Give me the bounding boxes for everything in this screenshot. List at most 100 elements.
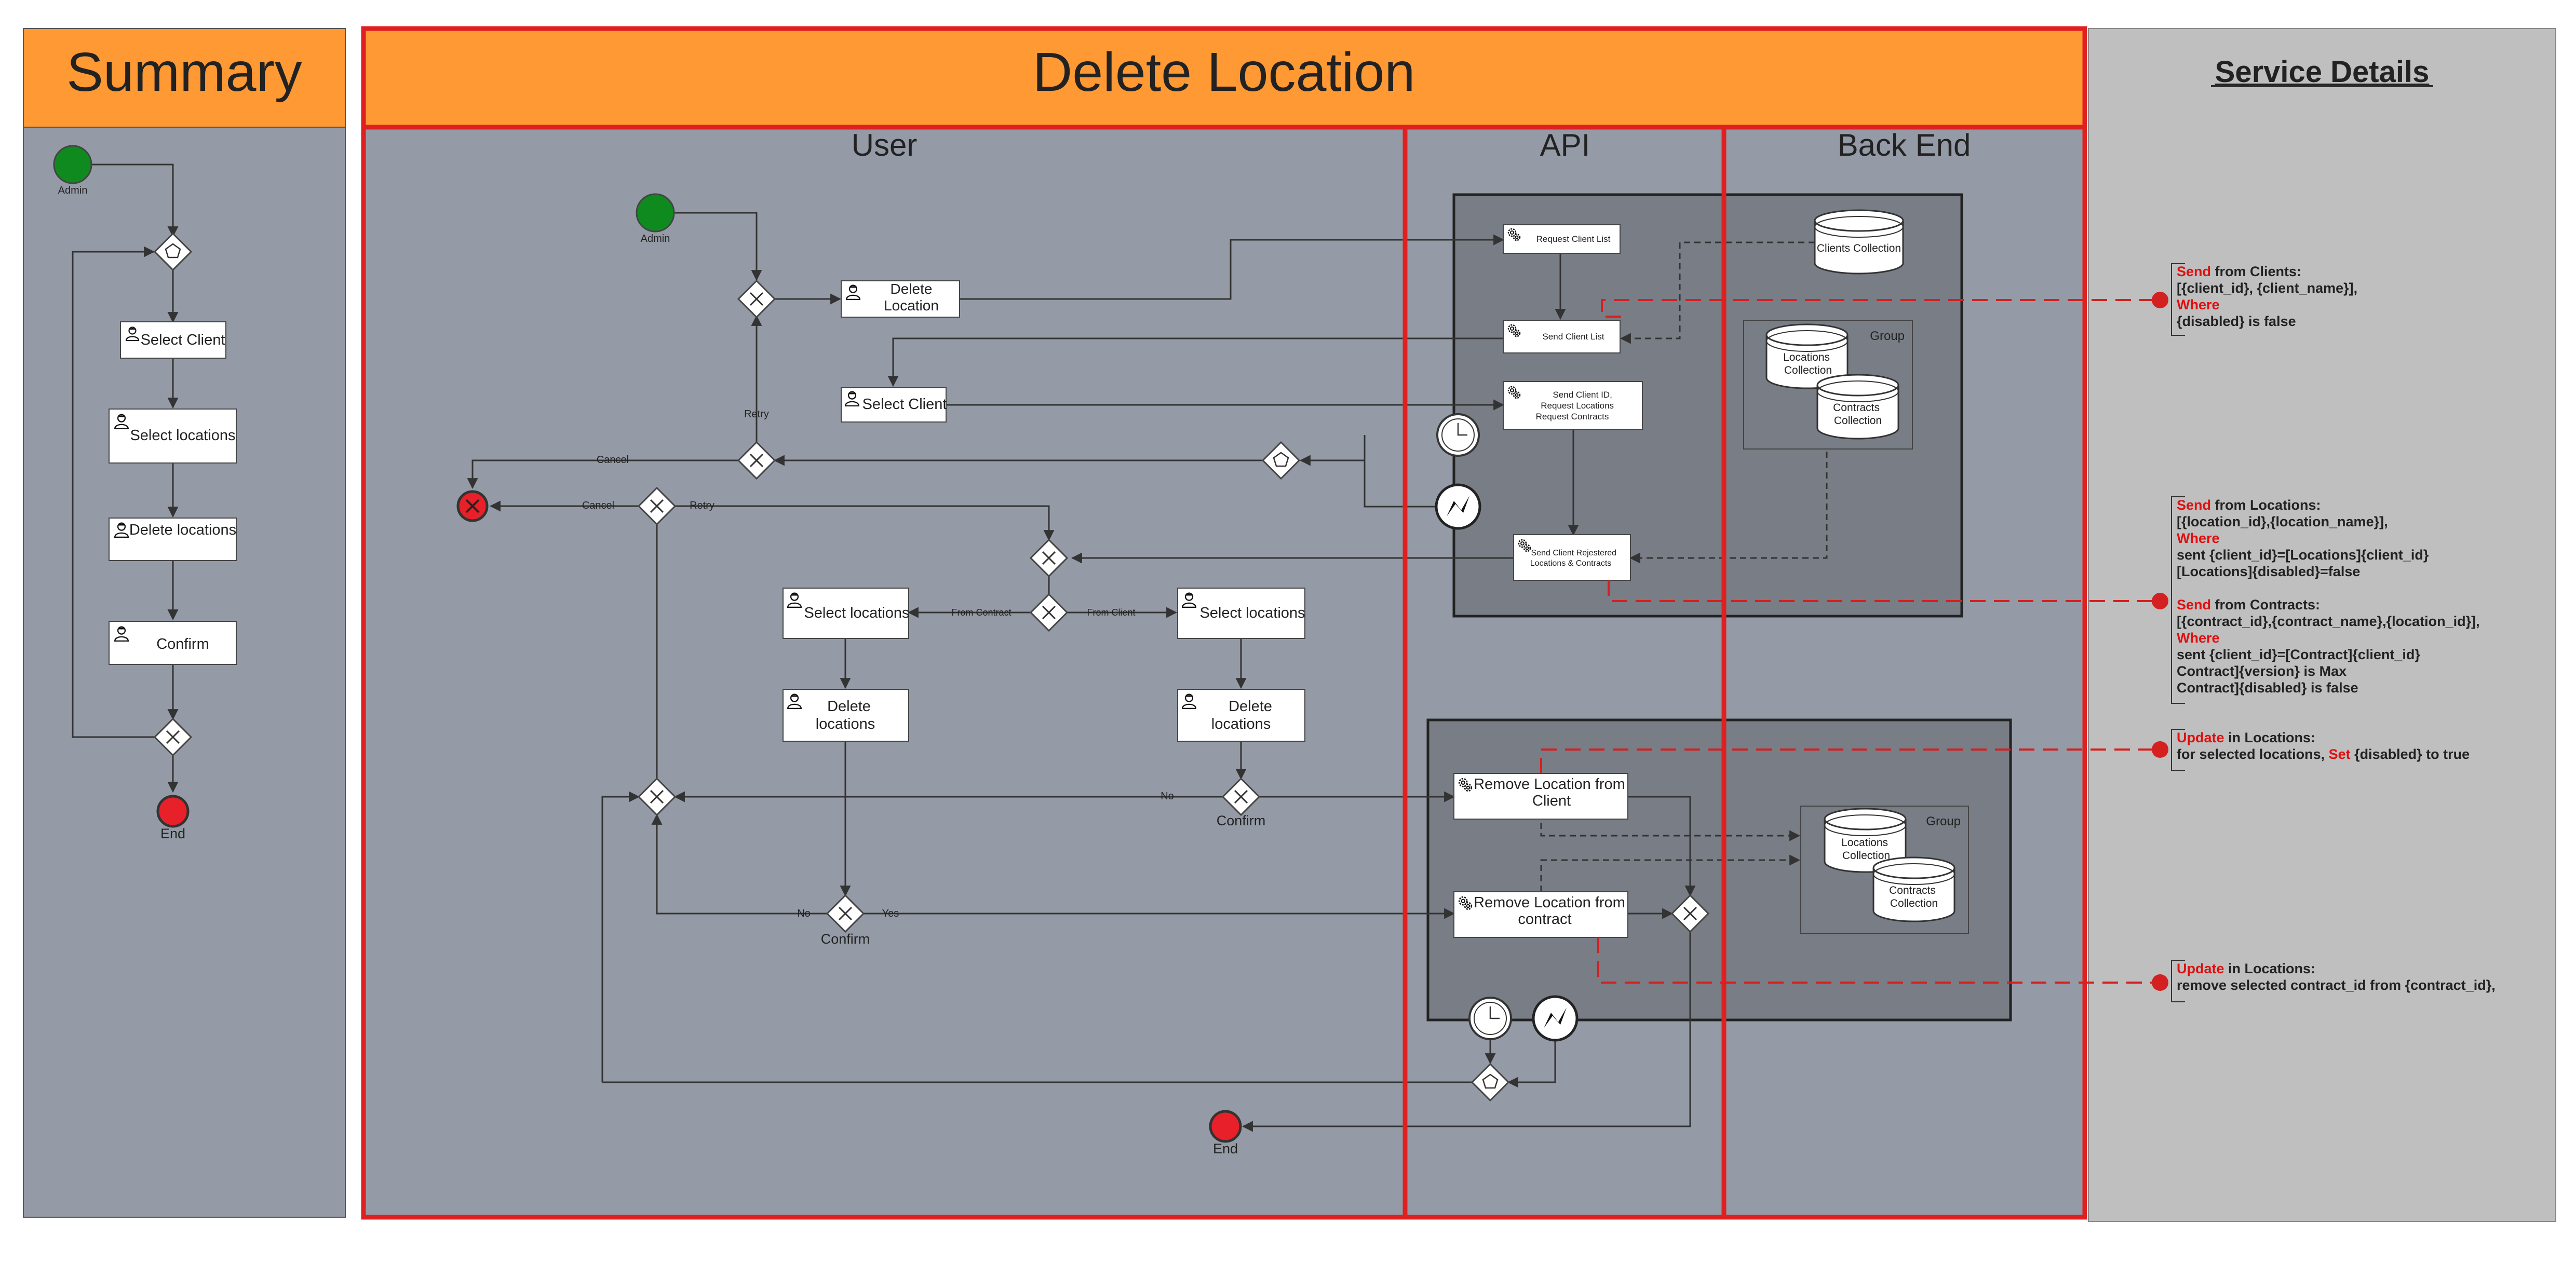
db-contracts-collection-top: Contracts Collection <box>1816 374 1899 440</box>
lane-title-api: API <box>1540 128 1590 162</box>
gateway-retry-loop <box>637 777 677 816</box>
summary-end-event <box>156 795 190 828</box>
db-label: Contracts Collection <box>1889 884 1939 909</box>
error-event-bottom <box>1532 995 1579 1042</box>
lane-title-backend: Back End <box>1838 128 1971 162</box>
summary-step-label: Select Client <box>141 332 225 348</box>
service-note-line: for selected locations, Set {disabled} t… <box>2177 746 2470 762</box>
summary-step-delete-locations: Delete locations <box>109 518 237 561</box>
summary-panel: Summary Admin Select Client Select lo <box>23 28 346 1218</box>
timer-event-bottom <box>1468 997 1512 1040</box>
service-title: Service Details <box>2215 55 2430 89</box>
summary-start-event <box>53 145 92 184</box>
api-task-send-client-list: Send Client List <box>1503 320 1621 353</box>
note-connectors <box>1540 299 2157 984</box>
gateway-merge <box>1029 538 1069 578</box>
gateway-start <box>737 279 776 319</box>
service-note-line: remove selected contract_id from {contra… <box>2177 977 2496 993</box>
group-label: Group <box>1926 814 1961 828</box>
label-cancel: Cancel <box>582 500 614 511</box>
gateway-event-api <box>1261 441 1301 480</box>
label-from-contract: From Contract <box>951 607 1011 618</box>
summary-step-label: Delete locations <box>129 522 236 538</box>
service-note-line: Update in Locations: <box>2177 730 2315 745</box>
gateway-cancel-retry <box>737 441 776 480</box>
task-label: Select locations <box>1199 605 1305 621</box>
db-label: Locations Collection <box>1841 837 1891 862</box>
label-yes-contract: Yes <box>882 908 899 919</box>
task-label: Select Client <box>862 396 947 413</box>
end-event-cancel <box>456 490 489 522</box>
note-brackets <box>2171 263 2185 1002</box>
service-details-panel: Service Details <box>2088 28 2556 1222</box>
start-event-admin <box>636 193 675 233</box>
api-task-send-client-id: Send Client ID, Request Locations Reques… <box>1503 381 1643 430</box>
gateway-confirm-contract <box>826 894 865 933</box>
label-confirm-client: Confirm <box>1217 813 1266 828</box>
label-retry-top: Retry <box>744 409 769 420</box>
label-from-client: From Client <box>1087 607 1135 618</box>
service-note-line: [{contract_id},{contract_name},{location… <box>2177 614 2480 629</box>
service-note-line: [{client_id}, {client_name}], <box>2177 280 2357 296</box>
label-confirm-contract: Confirm <box>821 931 870 947</box>
gateway-api-merge <box>1670 894 1710 933</box>
db-contracts-collection-bottom: Contracts Collection <box>1872 856 1955 922</box>
gateway-confirm-client <box>1221 777 1261 816</box>
service-note-line: Send from Locations: <box>2177 497 2321 513</box>
gateway-contract-client <box>1029 593 1069 632</box>
service-note-line: sent {client_id}=[Locations]{client_id} <box>2177 547 2429 563</box>
db-label: Contracts Collection <box>1833 402 1883 427</box>
task-select-client: Select Client <box>841 387 947 423</box>
group-label: Group <box>1870 329 1905 343</box>
main-title: Delete Location <box>1033 42 1415 103</box>
swimlane-borders <box>361 26 2087 1220</box>
api-task-label: Request Client List <box>1536 234 1611 244</box>
label-no-client: No <box>1161 791 1174 802</box>
label-no-contract: No <box>797 908 811 919</box>
service-note-line: Contract]{disabled} is false <box>2177 680 2358 696</box>
end-label: End <box>1213 1141 1238 1156</box>
summary-step-label: Select locations <box>130 427 235 444</box>
service-note-line: Send from Contracts: <box>2177 597 2320 612</box>
db-clients-collection: Clients Collection <box>1814 209 1904 275</box>
task-select-locations-client: Select locations <box>1177 588 1305 639</box>
task-select-locations-contract: Select locations <box>783 588 910 639</box>
api-task-send-registered: Send Client Rejestered Locations & Contr… <box>1513 534 1631 581</box>
timer-event-top <box>1436 413 1480 457</box>
db-label: Clients Collection <box>1817 242 1901 254</box>
service-note-line: Where <box>2177 530 2220 546</box>
summary-step-select-locations: Select locations <box>109 409 237 464</box>
api-task-label: Remove Location from Client <box>1474 776 1629 809</box>
flow-lines <box>467 212 1696 1132</box>
task-label: Select locations <box>804 605 909 621</box>
data-associations <box>1540 241 1828 892</box>
backend-group-bottom: Group <box>1800 806 1969 934</box>
note-connector-dots <box>2152 292 2168 991</box>
service-note-line: [{location_id},{location_name}], <box>2177 514 2388 529</box>
summary-step-label: Confirm <box>156 636 209 652</box>
start-label: Admin <box>641 233 670 244</box>
service-note-line: {disabled} is false <box>2177 314 2296 329</box>
summary-title: Summary <box>66 42 302 103</box>
db-locations-collection-bottom: Locations Collection <box>1824 808 1907 873</box>
label-cancel-top: Cancel <box>597 454 629 466</box>
label-retry: Retry <box>690 500 714 511</box>
db-locations-collection-top: Locations Collection <box>1765 323 1849 389</box>
service-note-line: Where <box>2177 630 2220 646</box>
db-label: Locations Collection <box>1783 351 1833 376</box>
summary-start-label: Admin <box>58 185 88 196</box>
service-note-line: Send from Clients: <box>2177 264 2301 279</box>
api-task-remove-from-client: Remove Location from Client <box>1453 773 1629 820</box>
api-task-label: Send Client List <box>1542 332 1604 342</box>
summary-event-gateway <box>153 232 193 271</box>
api-task-label: Send Client Rejestered Locations & Contr… <box>1530 549 1619 568</box>
summary-step-select-client: Select Client <box>120 321 226 359</box>
api-task-label: Remove Location from contract <box>1474 894 1629 928</box>
